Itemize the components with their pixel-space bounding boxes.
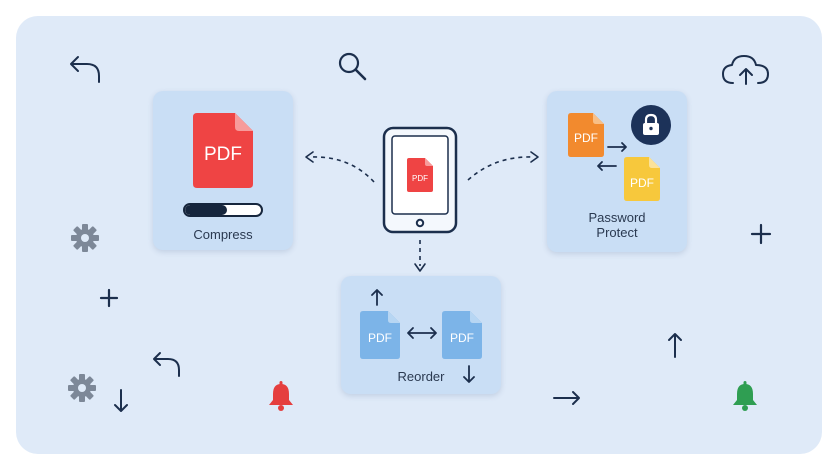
- compress-progress-bar: [183, 203, 263, 217]
- arrow-down-icon[interactable]: [112, 388, 130, 414]
- compress-pdf-label: PDF: [204, 144, 242, 165]
- gear-icon[interactable]: [67, 373, 97, 403]
- connector-arrowhead-left: [305, 151, 314, 163]
- arrow-down-icon: [463, 365, 475, 383]
- yellow-pdf-label: PDF: [630, 176, 654, 190]
- dashed-connector-compress: [311, 156, 375, 183]
- compress-progress-fill: [185, 205, 227, 215]
- undo-icon[interactable]: [67, 54, 103, 84]
- bell-icon[interactable]: [267, 381, 295, 411]
- swap-horizontal-icon: [407, 327, 437, 339]
- arrow-up-icon: [371, 289, 383, 306]
- undo-icon[interactable]: [150, 350, 184, 378]
- reorder-pdf-left-file-icon: [360, 311, 400, 359]
- search-icon[interactable]: [336, 50, 368, 82]
- reorder-pdf-left-label: PDF: [368, 331, 392, 345]
- bell-icon[interactable]: [731, 381, 759, 411]
- dashed-connector-protect: [467, 156, 533, 181]
- orange-pdf-label: PDF: [574, 131, 598, 145]
- phone-pdf-label: PDF: [412, 174, 428, 183]
- connector-arrowhead-right: [530, 151, 539, 163]
- reorder-pdf-right-label: PDF: [450, 331, 474, 345]
- reorder-caption: Reorder: [397, 369, 445, 384]
- password-protect-caption-line1: Password: [588, 210, 646, 225]
- arrow-up-icon[interactable]: [665, 331, 685, 359]
- orange-pdf-file-icon: [568, 113, 604, 157]
- pdf-file-icon: [193, 113, 253, 188]
- password-protect-caption-line2: Protect: [596, 225, 638, 240]
- plus-icon[interactable]: [98, 287, 120, 309]
- swap-arrows-icon: [597, 142, 627, 171]
- cloud-upload-icon[interactable]: [721, 53, 771, 87]
- connector-arrowhead-down: [414, 263, 426, 272]
- phone-pdf-file-icon: [407, 158, 433, 192]
- yellow-pdf-file-icon: [624, 157, 660, 201]
- arrow-right-icon[interactable]: [552, 389, 582, 407]
- plus-icon[interactable]: [749, 222, 773, 246]
- gear-icon[interactable]: [70, 223, 100, 253]
- compress-caption: Compress: [193, 227, 253, 242]
- reorder-pdf-right-file-icon: [442, 311, 482, 359]
- lock-icon: [643, 113, 659, 135]
